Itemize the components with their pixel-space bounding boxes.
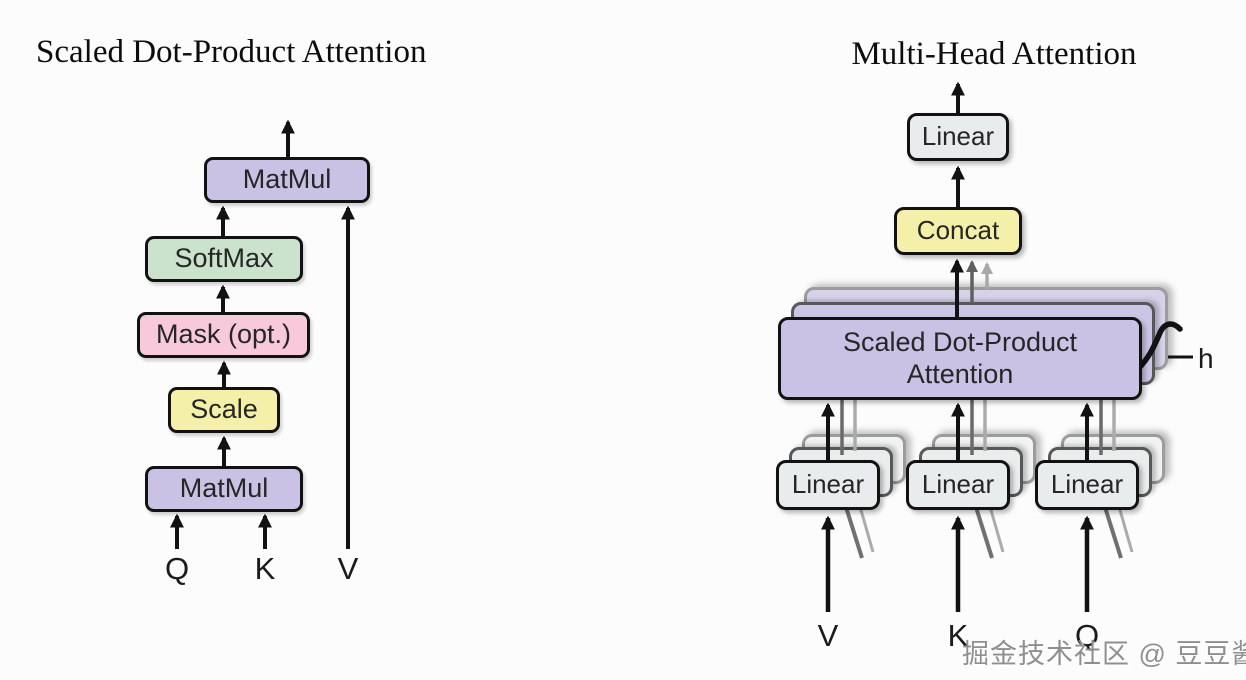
q-input-label: Q [164,551,190,586]
linear-output-box: Linear [907,113,1009,161]
softmax-label: SoftMax [174,243,274,274]
wire-ghost-diag-mid-k [973,503,994,559]
sdpa-label-line2: Attention [906,358,1014,389]
concat-box: Concat [894,207,1022,255]
heads-count-label: h [1198,343,1214,374]
k-input-label: K [254,551,276,586]
matmul-bottom-box: MatMul [145,466,303,512]
linear-q-box: Linear [1035,460,1139,510]
linear-v-label: Linear [791,469,865,500]
v-input-label: V [337,551,359,586]
linear-q-label: Linear [1050,469,1124,500]
linear-k-label: Linear [921,469,995,500]
mask-box: Mask (opt.) [137,312,310,358]
scaled-dot-product-attention-title: Scaled Dot-Product Attention [36,34,427,70]
wire-ghost-diag-mid-v [843,503,864,559]
concat-label: Concat [916,215,1000,246]
linear-k-box: Linear [906,460,1010,510]
sdpa-box: Scaled Dot-Product Attention [778,317,1142,400]
k-input-label-right: K [947,618,969,653]
scale-box: Scale [168,387,280,433]
watermark-text: 掘金技术社区 @ 豆豆酱 [962,639,1246,669]
sdpa-label-line1: Scaled Dot-Product [842,327,1078,358]
scale-label: Scale [190,394,258,425]
matmul-top-box: MatMul [204,157,370,203]
wire-ghost-diag-mid-q [1102,503,1123,559]
linear-v-box: Linear [776,460,880,510]
q-input-label-right: Q [1074,618,1100,653]
linear-output-label: Linear [921,121,995,152]
matmul-bottom-label: MatMul [179,473,269,504]
multi-head-attention-title: Multi-Head Attention [851,36,1137,72]
v-input-label-right: V [817,618,839,653]
mask-label: Mask (opt.) [155,319,292,350]
matmul-top-label: MatMul [242,164,332,195]
softmax-box: SoftMax [145,236,303,282]
